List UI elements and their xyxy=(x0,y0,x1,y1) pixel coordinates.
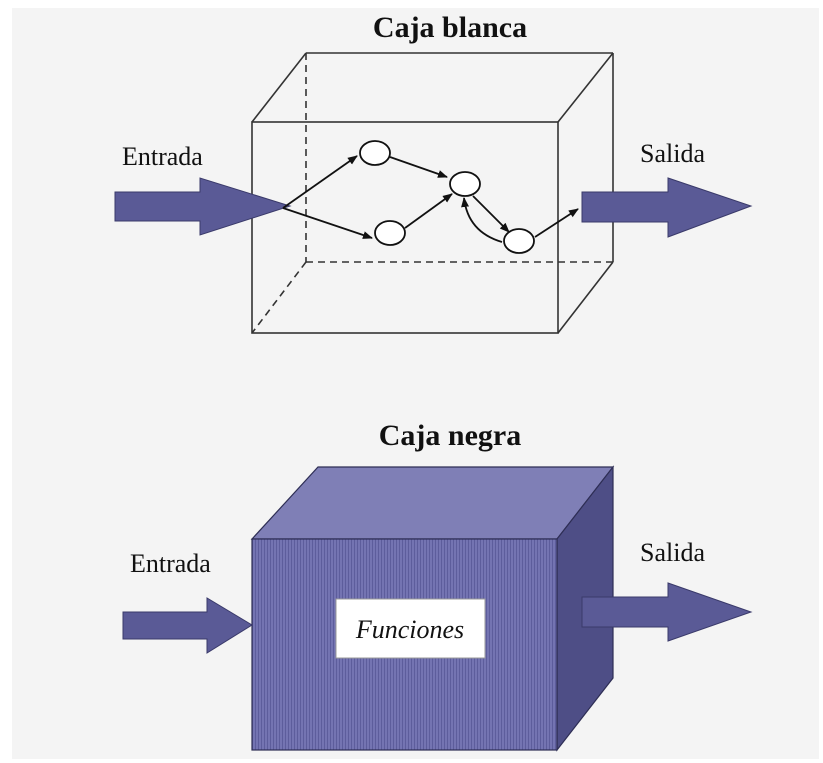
diagram-svg: Caja blanca Entrada Salida Caja negra xyxy=(114,11,753,752)
functions-label-box xyxy=(335,598,486,659)
flow-node xyxy=(503,228,535,254)
white-box-input-label: Entrada xyxy=(122,142,203,171)
flow-node xyxy=(359,140,391,166)
white-box-title: Caja blanca xyxy=(373,11,527,44)
flow-node xyxy=(374,220,406,246)
black-box-title: Caja negra xyxy=(379,419,521,452)
black-box-input-label: Entrada xyxy=(130,549,211,578)
white-box-flow-edges xyxy=(282,155,579,243)
flow-node xyxy=(449,171,481,197)
cube-top-face xyxy=(250,466,615,540)
white-box-output-arrow xyxy=(581,177,753,238)
black-box-output-label: Salida xyxy=(640,538,705,567)
white-box-nodes xyxy=(359,140,535,254)
white-box-cube xyxy=(251,52,614,334)
diagram-canvas: Caja blanca Entrada Salida Caja negra xyxy=(12,8,819,759)
black-box-input-arrow xyxy=(122,597,253,654)
functions-label: Funciones xyxy=(355,615,464,644)
white-box-output-label: Salida xyxy=(640,139,705,168)
black-box-output-arrow xyxy=(581,582,753,642)
white-box-input-arrow xyxy=(114,177,292,236)
